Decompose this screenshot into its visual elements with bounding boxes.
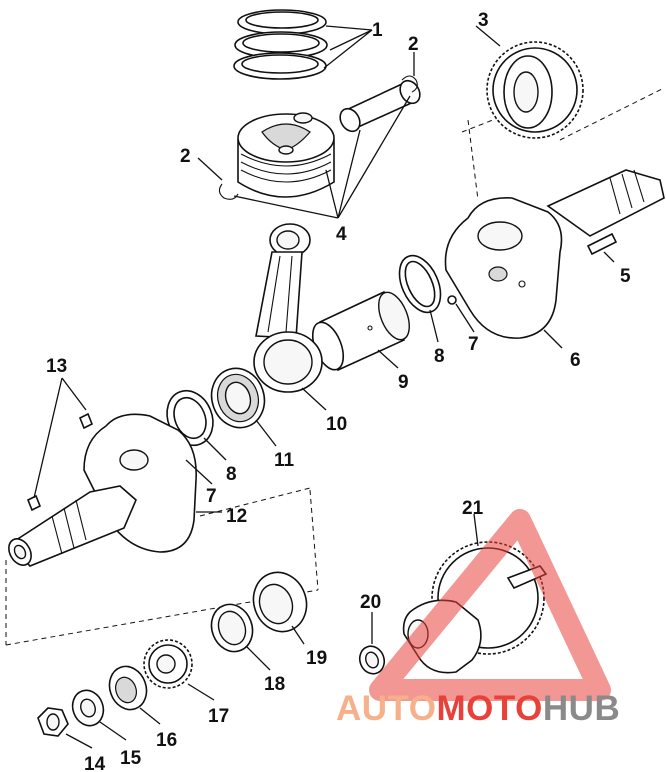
callout-13: 13 [46, 356, 67, 377]
watermark-logo [369, 509, 611, 701]
callouts: 1 2 2 3 4 5 6 7 8 9 10 11 8 7 12 13 14 1… [46, 10, 631, 772]
callout-11: 11 [274, 450, 295, 471]
watermark-text: AUTOMOTOHUB [336, 689, 620, 728]
main-bearing [252, 571, 308, 633]
sprocket [143, 639, 193, 689]
needle-bearing [210, 367, 266, 429]
watermark-auto: AUTO [336, 689, 437, 728]
callout-6: 6 [570, 350, 581, 371]
callout-9: 9 [398, 372, 409, 393]
crankshaft-left-half [8, 413, 197, 567]
dowel-pin [586, 232, 618, 256]
callout-5: 5 [620, 266, 631, 287]
piston-pin [339, 79, 421, 133]
callout-8-lower: 8 [226, 464, 237, 485]
leader-lines [33, 25, 615, 749]
callout-20: 20 [360, 592, 381, 613]
callout-2-piston-clip: 2 [180, 146, 191, 167]
flat-washer [71, 689, 105, 727]
callout-1: 1 [372, 20, 383, 41]
woodruff-keys [26, 412, 94, 512]
oil-seal [210, 603, 254, 653]
collar [108, 665, 148, 711]
callout-15: 15 [120, 748, 142, 769]
callout-7-lower: 7 [206, 486, 217, 507]
callout-18: 18 [264, 674, 285, 695]
piston-rings [233, 9, 328, 80]
small-washer [358, 645, 386, 675]
callout-21: 21 [462, 498, 484, 519]
callout-14: 14 [84, 754, 106, 772]
ball-upper [447, 295, 457, 305]
watermark-hub: HUB [543, 689, 620, 728]
callout-12: 12 [226, 506, 247, 527]
svg-text:AUTOMOTOHUB: AUTOMOTOHUB [336, 689, 620, 728]
callout-8-upper: 8 [434, 346, 445, 367]
piston-pin-clips [218, 75, 418, 200]
callout-19: 19 [306, 648, 327, 669]
crankshaft-right-half [444, 169, 665, 339]
timing-gear [486, 41, 584, 139]
callout-17: 17 [208, 706, 229, 727]
callout-2-pin-clip: 2 [408, 34, 419, 55]
callout-10: 10 [326, 414, 347, 435]
connecting-rod [253, 223, 323, 393]
callout-4: 4 [336, 224, 347, 245]
watermark-moto: MOTO [437, 689, 543, 728]
callout-3: 3 [478, 10, 489, 31]
thrust-washer-upper [398, 254, 442, 314]
nut [37, 707, 69, 737]
callout-7-upper: 7 [468, 334, 479, 355]
crank-pin [311, 290, 410, 372]
callout-16: 16 [156, 730, 177, 751]
piston [237, 112, 335, 198]
